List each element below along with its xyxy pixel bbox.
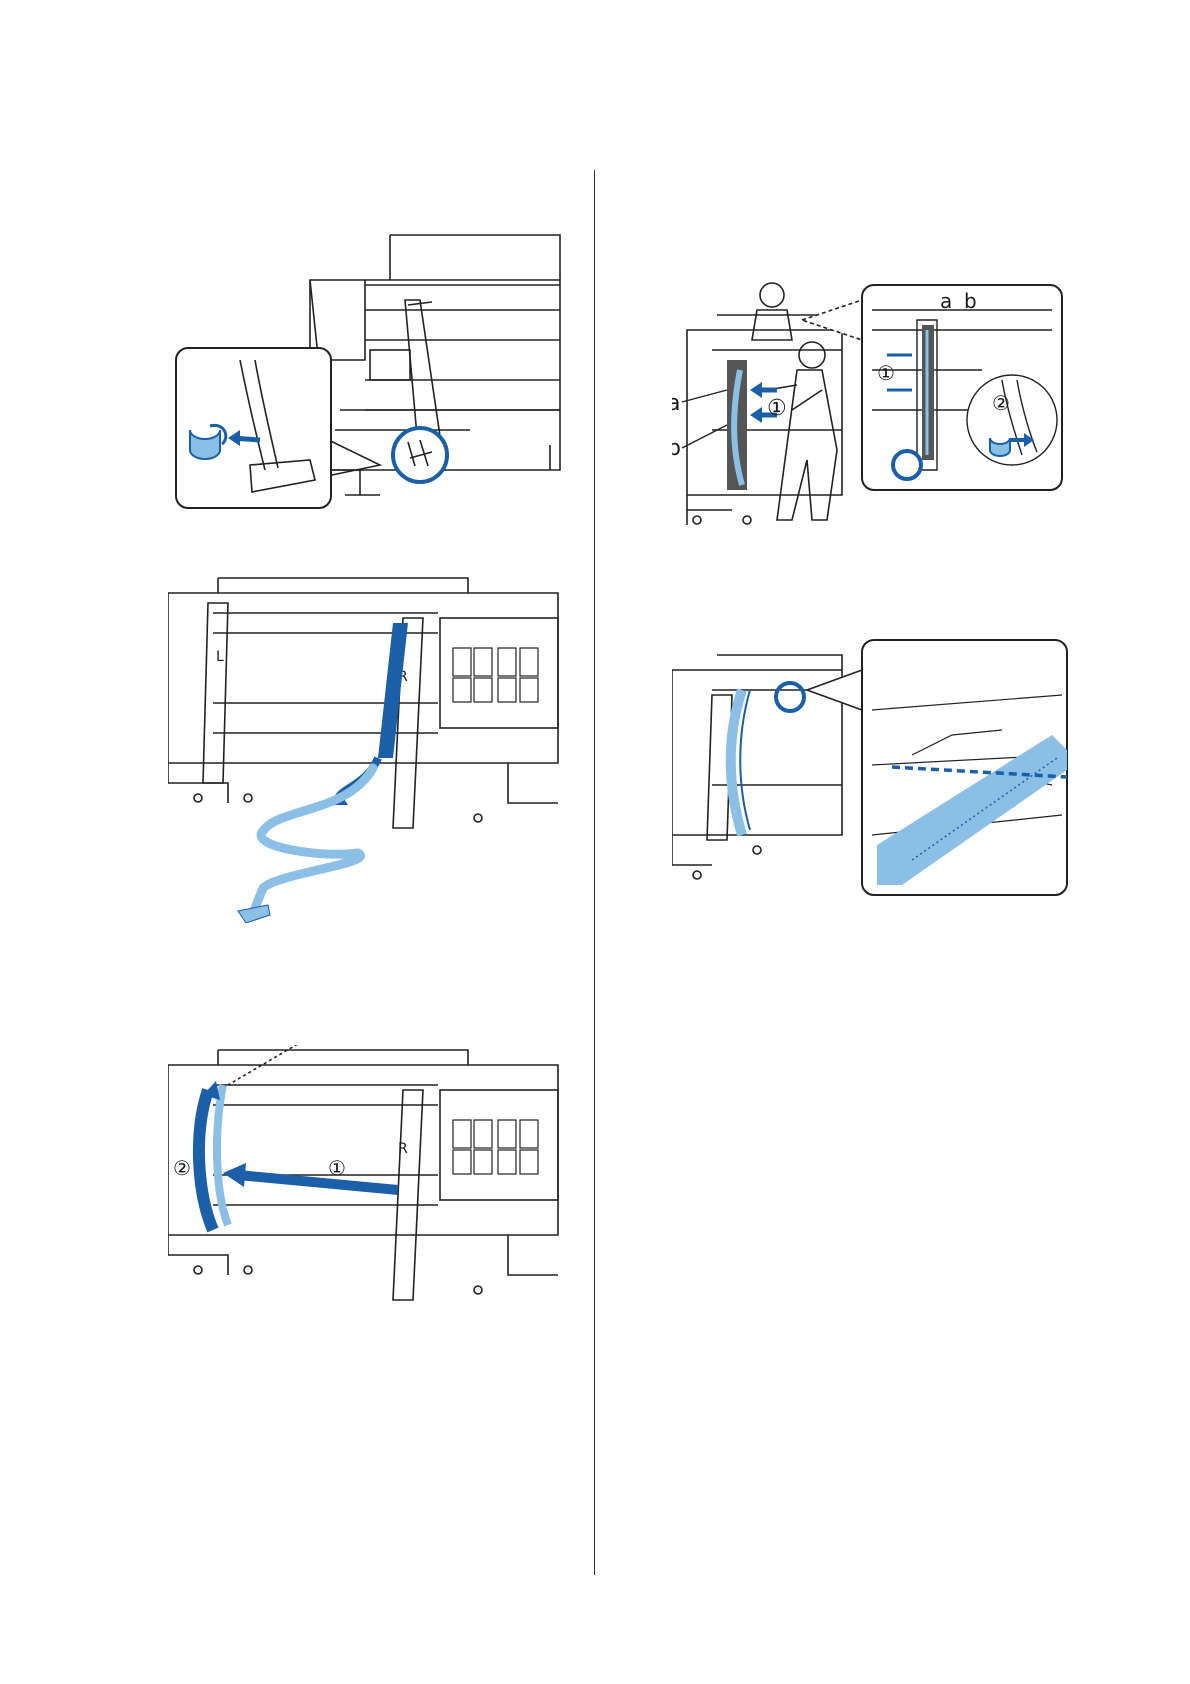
inset-step-1: ① — [877, 361, 895, 385]
inset-callout-b: b — [964, 289, 977, 313]
strap-label-l: L — [216, 649, 224, 665]
figure-two-operators: ① a b ① ② a b — [672, 280, 1067, 535]
callout-b: b — [672, 436, 681, 461]
figure-strap-hook — [170, 230, 565, 515]
step-2-label: ② — [173, 1156, 191, 1180]
figure-strap-pulled: R ① ② — [168, 1045, 568, 1330]
figure-strap-alignment — [672, 635, 1072, 900]
callout-a: a — [672, 391, 680, 416]
strap-label-r: R — [398, 1141, 408, 1157]
column-divider — [594, 170, 595, 1575]
inset-step-2: ② — [992, 391, 1010, 415]
inset-callout-a: a — [940, 289, 952, 313]
step-1-label: ① — [767, 396, 787, 421]
figure-strap-over-roller: L R — [168, 573, 568, 923]
step-1-label: ① — [328, 1156, 346, 1180]
